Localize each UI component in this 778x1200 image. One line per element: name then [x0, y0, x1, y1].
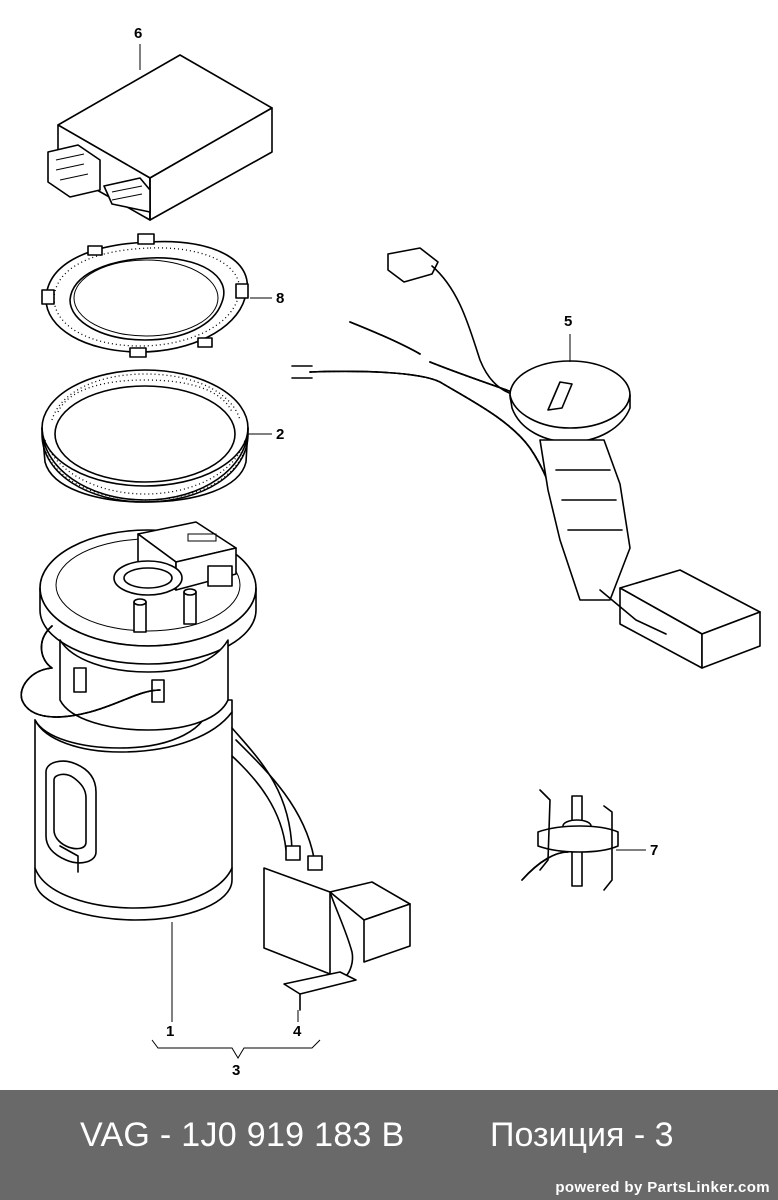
bracket-part-4	[263, 867, 411, 1011]
callout-2: 2	[276, 426, 285, 443]
control-module-part-6	[47, 54, 273, 221]
callout-6: 6	[134, 25, 143, 42]
callout-4: 4	[293, 1023, 302, 1040]
fuel-pump-module-part-1	[20, 521, 323, 921]
clip-part-7	[521, 789, 619, 891]
callout-1: 1	[166, 1023, 175, 1040]
exploded-parts-diagram: 6 8 2 5 7 1 4 3	[20, 25, 761, 1079]
part-number-label: VAG - 1J0 919 183 B	[80, 1116, 405, 1154]
callout-5: 5	[564, 313, 573, 330]
o-ring-part-2	[41, 369, 249, 503]
position-label: Позиция - 3	[490, 1116, 674, 1154]
sender-unit-part-5	[291, 247, 761, 669]
seal-ring-part-8	[41, 233, 249, 358]
callout-7: 7	[650, 842, 659, 859]
footer-bar: VAG - 1J0 919 183 B Позиция - 3 powered …	[0, 1090, 778, 1200]
callout-8: 8	[276, 290, 285, 307]
callout-3: 3	[232, 1062, 241, 1079]
leader-lines	[139, 44, 646, 1059]
credit-link[interactable]: powered by PartsLinker.com	[555, 1179, 770, 1196]
